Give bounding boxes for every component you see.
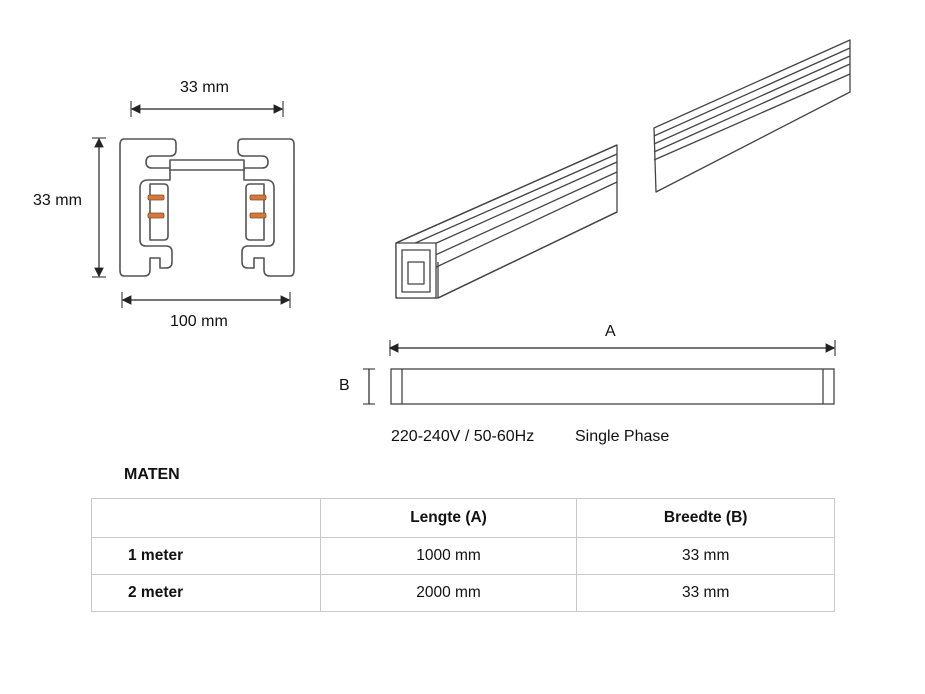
header-empty [91,498,321,538]
top-width-label: 33 mm [180,79,229,96]
height-label: 33 mm [33,192,82,209]
row-length: 2000 mm [319,574,578,612]
width-dimension-label: B [339,377,350,394]
table-header-row: Lengte (A) Breedte (B) [91,498,835,538]
track-perspective-view [395,39,851,299]
dimensions-table: Lengte (A) Breedte (B) 1 meter 1000 mm 3… [91,498,835,612]
header-length: Lengte (A) [319,498,578,538]
copper-contacts [147,194,267,219]
length-dimension-label: A [605,323,616,340]
row-label: 1 meter [91,537,321,575]
row-length: 1000 mm [319,537,578,575]
track-side-profile [390,368,835,405]
bottom-width-label: 100 mm [170,313,228,330]
table-title: MATEN [124,466,180,483]
table-row: 2 meter 2000 mm 33 mm [91,574,835,612]
row-width: 33 mm [576,537,835,575]
phase-spec: Single Phase [575,428,670,445]
row-width: 33 mm [576,574,835,612]
header-width: Breedte (B) [576,498,835,538]
voltage-spec: 220-240V / 50-60Hz [391,428,535,445]
table-row: 1 meter 1000 mm 33 mm [91,537,835,575]
row-label: 2 meter [91,574,321,612]
track-cross-section [119,138,295,277]
